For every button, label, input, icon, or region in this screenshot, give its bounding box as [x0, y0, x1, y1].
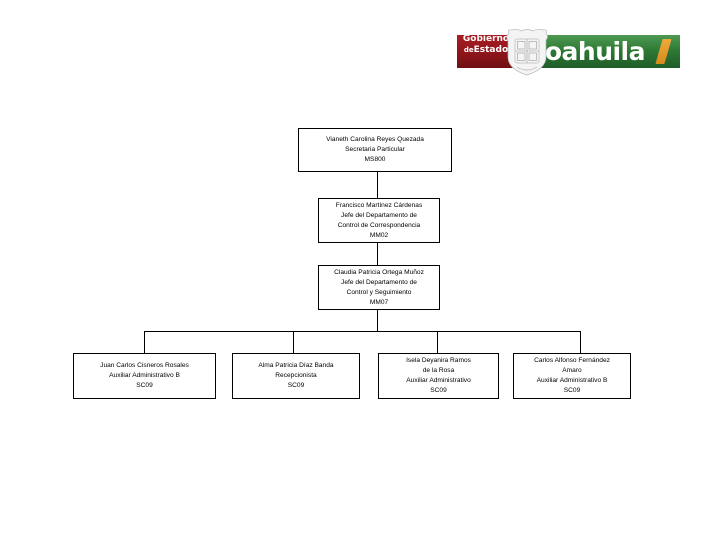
connector-horizontal-bus [144, 331, 581, 332]
connector-bus-to-leaf-3 [437, 331, 438, 353]
org-node-position: Recepcionista [275, 372, 317, 379]
org-node-name-line2: de la Rosa [422, 367, 455, 374]
org-node-name-line2: Amaro [562, 367, 582, 374]
org-node-code: SC09 [136, 382, 153, 389]
coahuila-government-logo: Coahuila Gobierno deEstado [455, 27, 680, 77]
org-node-name: Alma Patricia Díaz Banda [258, 362, 334, 369]
logo-gobierno-text: Gobierno [462, 34, 510, 44]
org-node-secretaria-particular[interactable]: Vianeth Carolina Reyes Quezada Secretari… [298, 128, 452, 172]
connector-bus-to-leaf-2 [293, 331, 294, 353]
org-node-auxiliar-cisneros[interactable]: Juan Carlos Cisneros Rosales Auxiliar Ad… [73, 353, 216, 399]
org-node-name: Francisco Martínez Cárdenas [335, 201, 423, 209]
coat-of-arms-icon [506, 28, 548, 76]
org-node-code: MS800 [364, 156, 386, 163]
org-node-position: Auxiliar Administrativo B [109, 372, 180, 379]
org-node-code: SC09 [563, 387, 581, 394]
org-node-name: Juan Carlos Cisneros Rosales [100, 362, 189, 369]
org-node-code: SC09 [430, 387, 447, 394]
org-node-position: Auxiliar Administrativo B [536, 377, 608, 384]
org-node-position-line2: Control de Correspondencia [337, 221, 421, 229]
org-node-control-correspondencia[interactable]: Francisco Martínez Cárdenas Jefe del Dep… [318, 198, 440, 243]
org-node-position: Auxiliar Administrativo [406, 377, 471, 384]
connector-bus-to-leaf-1 [144, 331, 145, 353]
org-node-auxiliar-ramos[interactable]: Isela Deyanira Ramos de la Rosa Auxiliar… [378, 353, 499, 399]
org-node-recepcionista-diaz[interactable]: Alma Patricia Díaz Banda Recepcionista S… [232, 353, 360, 399]
org-node-name-line1: Isela Deyanira Ramos [406, 357, 471, 364]
connector-bus-to-leaf-4 [580, 331, 581, 353]
org-node-name: Claudia Patricia Ortega Muñoz [334, 268, 424, 276]
logo-del-estado-text: deEstado [455, 45, 517, 55]
org-node-position-line1: Jefe del Departamento de [341, 211, 417, 219]
org-node-name: Vianeth Carolina Reyes Quezada [326, 136, 424, 143]
org-node-code: MM07 [369, 298, 389, 306]
org-node-auxiliar-fernandez[interactable]: Carlos Alfonso Fernández Amaro Auxiliar … [513, 353, 631, 399]
connector-secretaria-to-correspondencia [377, 172, 378, 198]
org-node-position-line1: Jefe del Departamento de [341, 278, 417, 286]
connector-correspondencia-to-seguimiento [377, 243, 378, 265]
logo-del-text: de [463, 46, 474, 54]
logo-coahuila-text: Coahuila [527, 37, 646, 66]
org-node-name-line1: Carlos Alfonso Fernández [534, 357, 610, 364]
connector-seguimiento-to-bus [377, 310, 378, 331]
org-node-code: MM02 [369, 231, 389, 239]
logo-estado-text: Estado [473, 45, 509, 55]
org-node-control-seguimiento[interactable]: Claudia Patricia Ortega Muñoz Jefe del D… [318, 265, 440, 310]
org-node-position: Secretaria Particular [345, 146, 405, 153]
org-node-code: SC09 [287, 382, 305, 389]
org-node-position-line2: Control y Seguimiento [346, 288, 412, 296]
